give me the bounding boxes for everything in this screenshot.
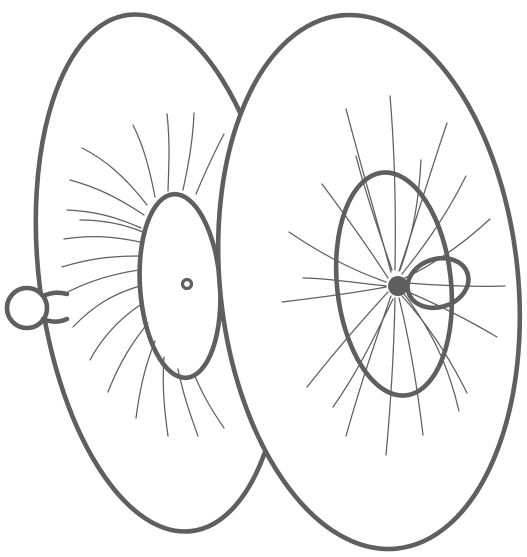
handle-stem-bottom [43,319,67,322]
right-disc-center-dot [388,276,408,296]
handle-loop [7,288,47,328]
